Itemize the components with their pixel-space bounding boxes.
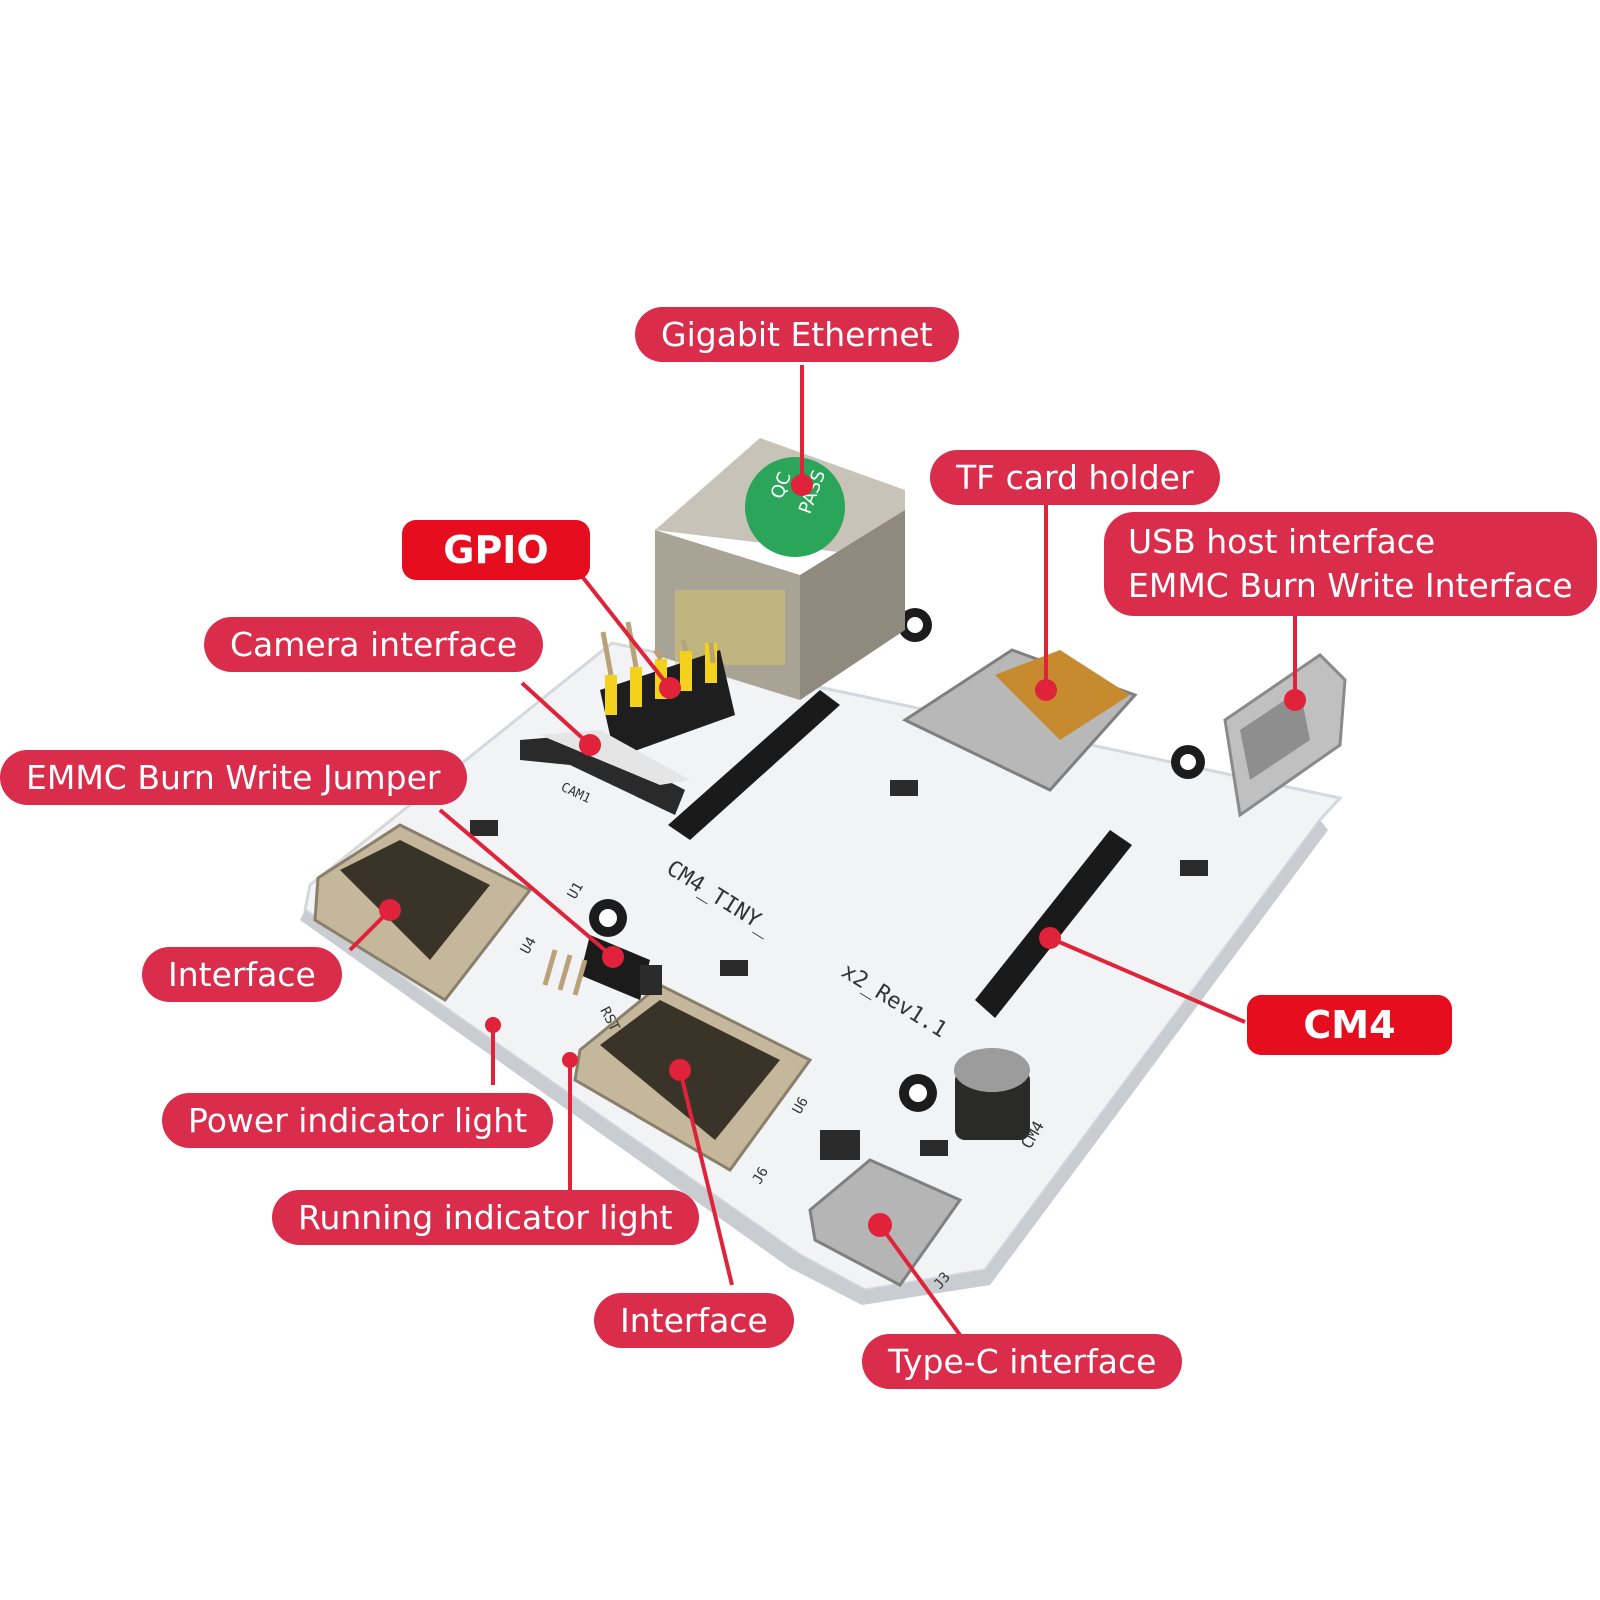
cm4-connector-top [668, 690, 840, 840]
label-power-indicator: Power indicator light [162, 1093, 554, 1148]
silkscreen-u6: U6 [790, 1094, 812, 1117]
leader-emmc-jumper [438, 808, 615, 959]
usb-host-port [1223, 653, 1347, 818]
leader-camera [520, 681, 592, 747]
leader-gpio [575, 568, 672, 690]
label-tf-card-holder: TF card holder [930, 450, 1220, 505]
label-emmc-jumper: EMMC Burn Write Jumper [0, 750, 467, 805]
gpio-header [600, 621, 735, 758]
tf-card-holder [901, 648, 1138, 792]
label-gigabit-ethernet: Gigabit Ethernet [635, 307, 959, 362]
usb-host-line-1: USB host interface [1128, 522, 1436, 561]
silkscreen-j6: J6 [750, 1164, 772, 1187]
label-camera-interface: Camera interface [204, 617, 544, 672]
leader-lines [348, 365, 1297, 1337]
label-interface-bottom: Interface [594, 1293, 794, 1348]
leader-cm4 [1049, 936, 1246, 1024]
pcb-board-shadow [300, 820, 1328, 1305]
leader-endpoints [379, 474, 1306, 1236]
cm4-connector-bottom [975, 830, 1132, 1018]
hdmi-port-left [313, 823, 533, 1002]
silkscreen-u1: U1 [565, 879, 587, 902]
silkscreen-u4: U4 [518, 934, 540, 957]
leader-interface-bottom [678, 1069, 734, 1286]
ethernet-jack: QC PASS [655, 438, 905, 700]
mounting-holes [589, 608, 1205, 1112]
smd-components [470, 780, 1208, 1160]
qc-pass-sticker [745, 457, 845, 557]
electrolytic-capacitor [954, 1048, 1030, 1140]
leader-type-c [878, 1223, 962, 1337]
usb-host-line-2: EMMC Burn Write Interface [1128, 566, 1573, 605]
label-type-c: Type-C interface [862, 1334, 1183, 1389]
label-gpio: GPIO [402, 520, 590, 580]
label-interface-left: Interface [142, 947, 342, 1002]
label-running-indicator: Running indicator light [272, 1190, 699, 1245]
label-cm4: CM4 [1247, 995, 1452, 1055]
label-usb-host: USB host interface EMMC Burn Write Inter… [1104, 512, 1597, 616]
